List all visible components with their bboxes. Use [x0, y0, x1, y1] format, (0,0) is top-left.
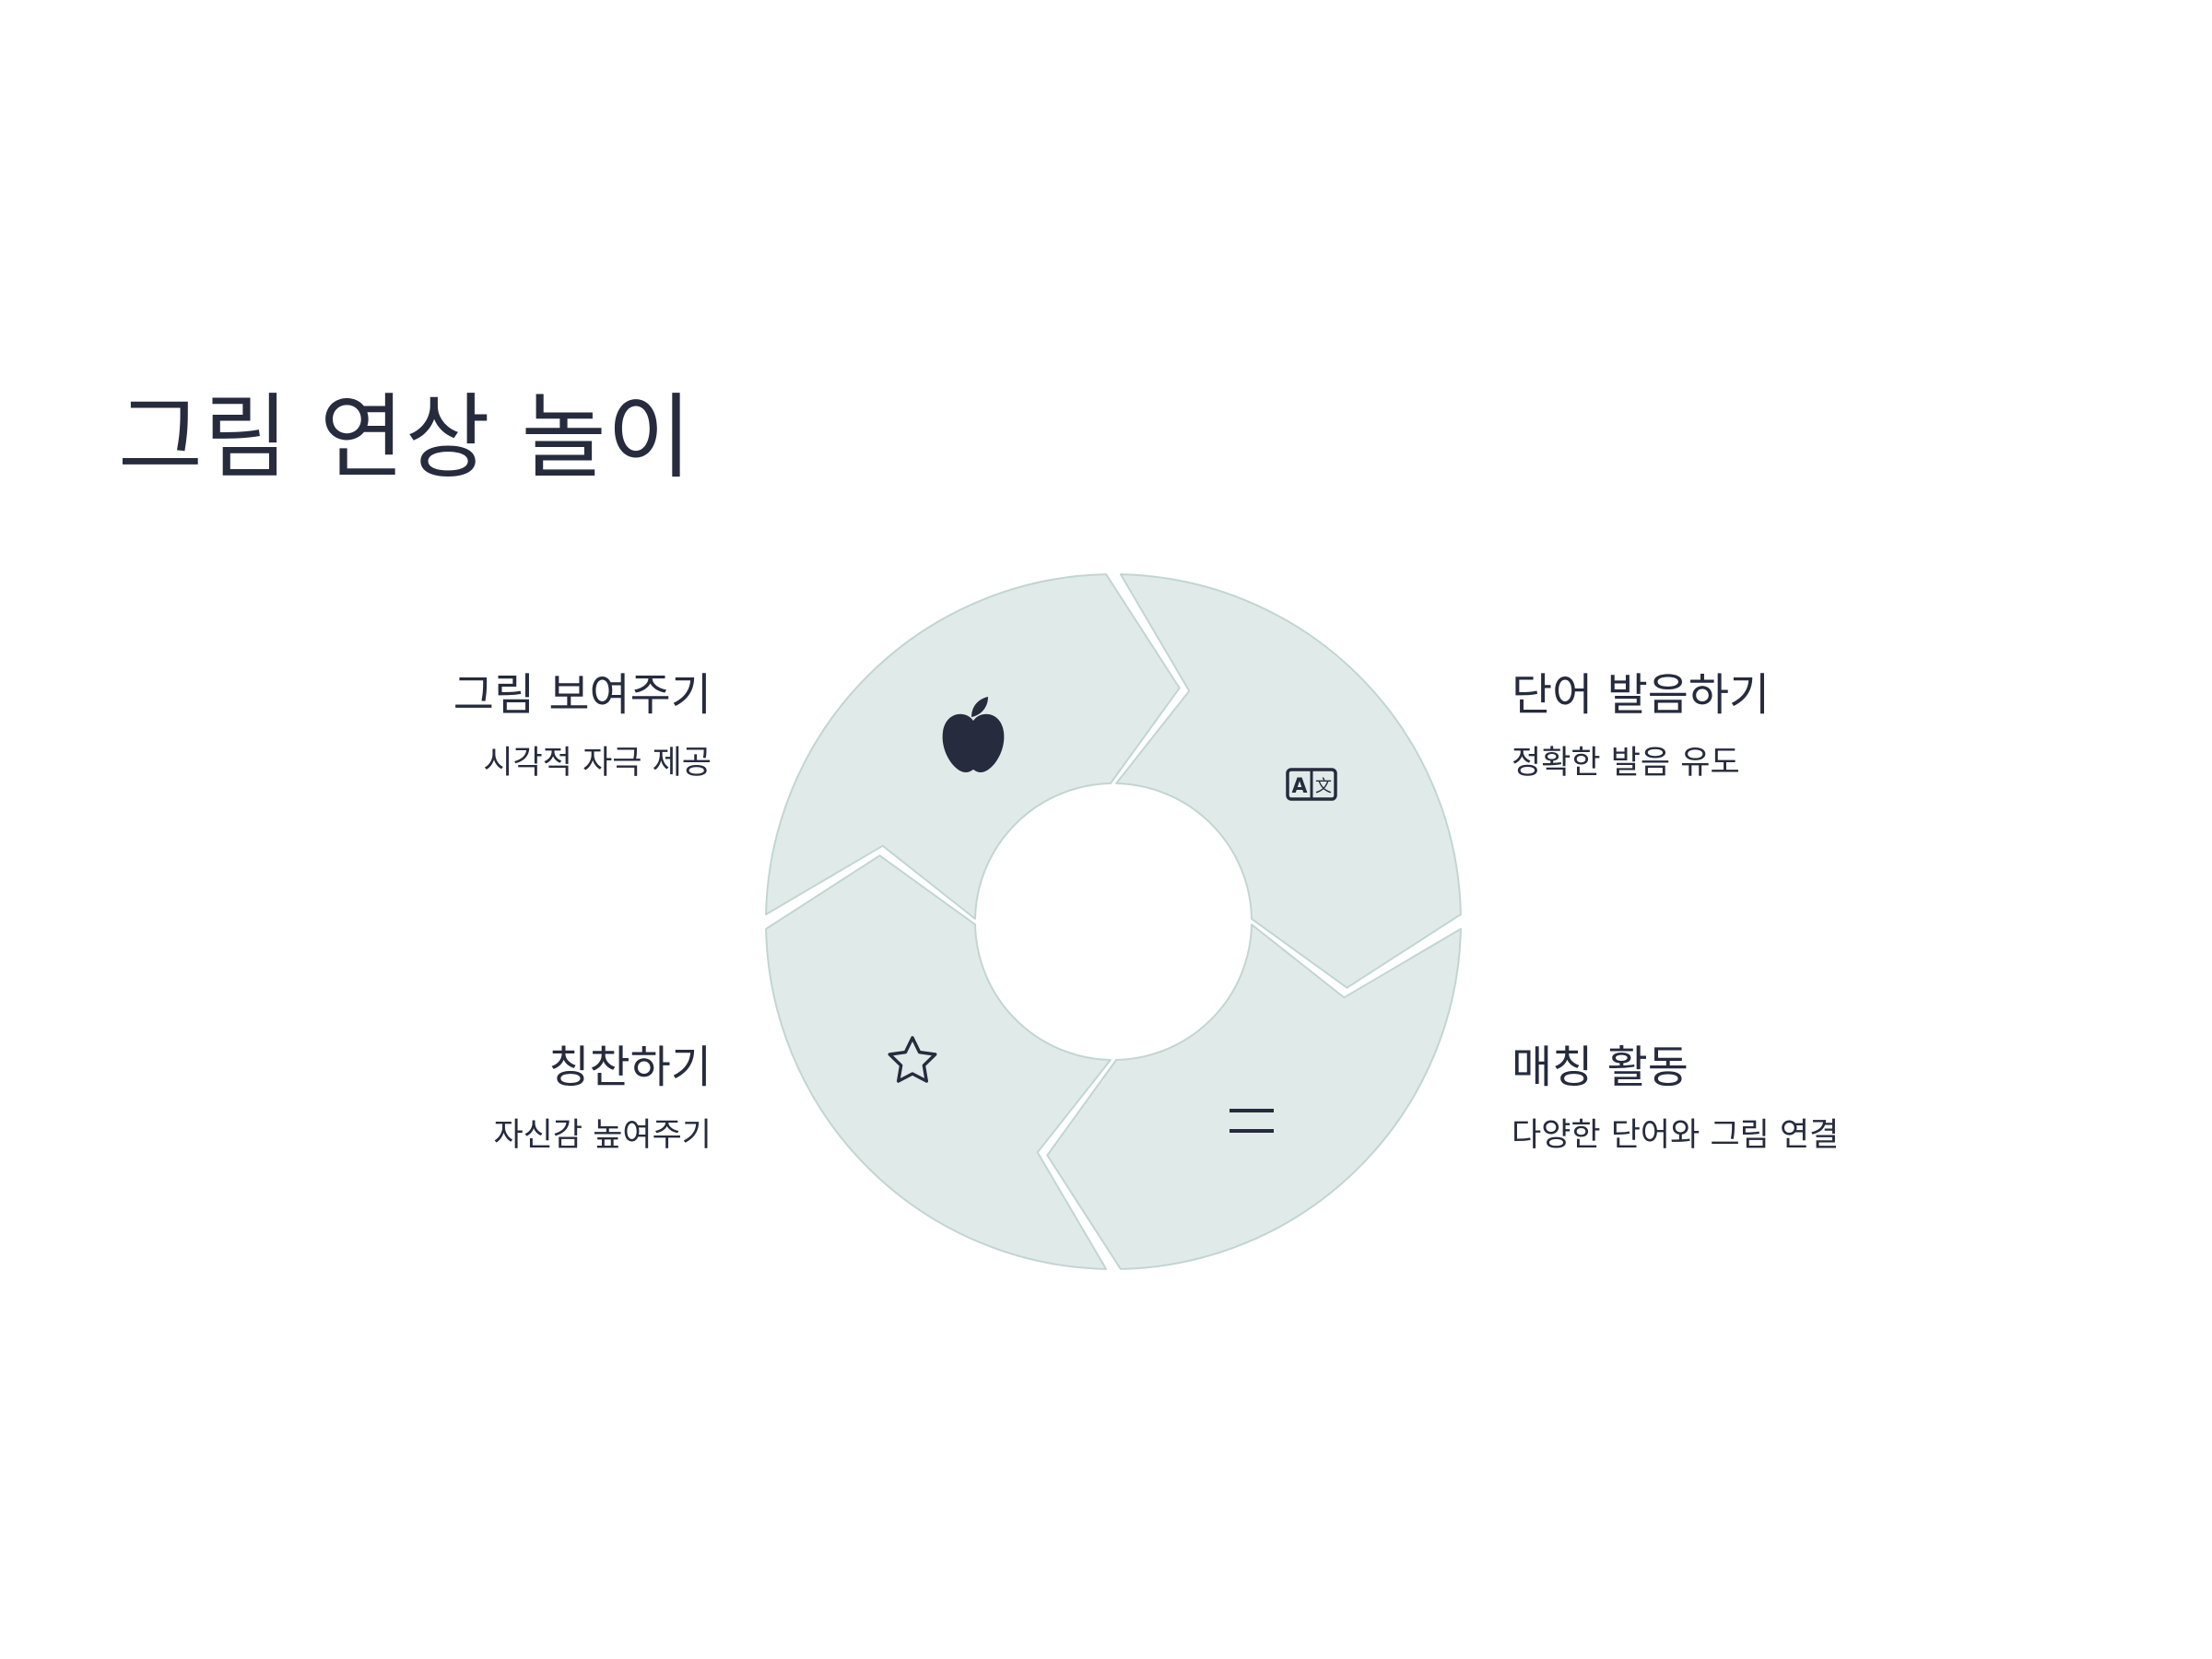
apple-icon	[942, 697, 1005, 772]
step-title: 칭찬하기	[548, 1041, 712, 1093]
step-title: 그림 보여주기	[453, 669, 712, 721]
segment-praise	[765, 854, 1112, 1270]
segment-matching	[1046, 924, 1462, 1270]
step-title: 단어 발음하기	[1512, 669, 1771, 721]
step-description: 다양한 단어와 그림 연결	[1512, 1116, 1840, 1154]
step-label-pronounce-word: 단어 발음하기 정확한 발음 유도	[1512, 671, 1770, 781]
step-description: 시각적 자극 제공	[483, 744, 712, 782]
step-title: 매칭 활동	[1512, 1041, 1688, 1093]
page-title: 그림 연상 놀이	[118, 383, 693, 491]
star-icon	[888, 1036, 937, 1083]
equals-icon	[1230, 1109, 1274, 1133]
translate-icon: A 文	[1286, 768, 1337, 801]
step-label-praise: 칭찬하기 자신감 높여주기	[493, 1043, 712, 1153]
step-description: 자신감 높여주기	[493, 1116, 712, 1154]
step-label-show-picture: 그림 보여주기 시각적 자극 제공	[453, 671, 712, 781]
step-label-matching: 매칭 활동 다양한 단어와 그림 연결	[1512, 1043, 1839, 1153]
svg-text:文: 文	[1315, 777, 1332, 796]
step-description: 정확한 발음 유도	[1512, 744, 1740, 782]
svg-text:A: A	[1291, 775, 1307, 798]
